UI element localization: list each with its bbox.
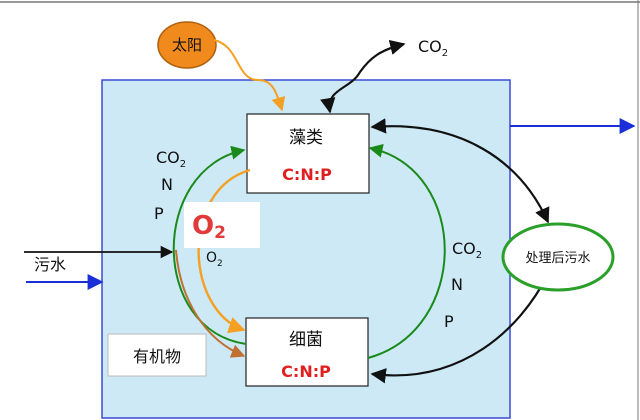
oxygen-arc [197,168,251,334]
o2-small-label: O2 [206,250,223,269]
left-co2-label: CO2 [156,148,186,170]
bacteria-to-treated-arrow [370,272,549,384]
organic-arc [175,249,246,358]
left-n-label: N [161,175,173,194]
algae-to-treated-arrow [370,118,550,224]
right-p-label: P [444,312,454,331]
left-p-label: P [154,204,164,223]
sun-circle [157,21,217,69]
algae-box [246,113,370,194]
right-co2-label: CO2 [452,239,482,261]
bacteria-ratio: C:N:P [281,362,331,381]
co2-release-arrow [320,39,406,114]
co2-top-label: CO2 [418,37,448,59]
sun-label: 太阳 [172,36,202,54]
o2-big-label: O2 [192,211,226,243]
bacteria-name: 细菌 [289,330,323,350]
sunlight-arrow [213,39,286,112]
treated-water-ellipse [501,222,615,292]
algae-ratio: C:N:P [282,165,332,184]
organic-matter-label: 有机物 [133,347,181,366]
o2-highlight-box [184,202,260,248]
left-nutrient-arc [172,145,247,345]
algae-name: 藻类 [289,128,323,148]
organic-matter-box [107,333,207,377]
right-n-label: N [451,275,463,294]
treated-water-label: 处理后污水 [525,251,590,266]
bacteria-box [245,317,369,387]
sewage-in-label: 污水 [34,255,66,274]
